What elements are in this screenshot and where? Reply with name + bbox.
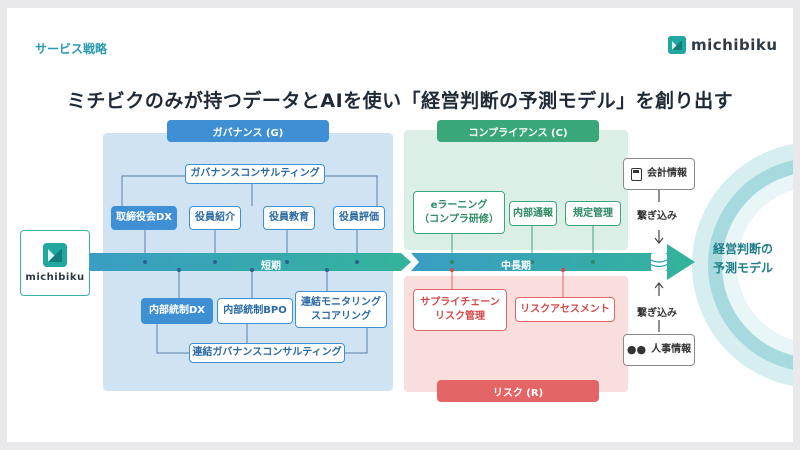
internal-control-bpo-box: 内部統制BPO (217, 298, 293, 324)
calculator-icon (631, 167, 642, 181)
supply-chain-risk-box: サプライチェーン リスク管理 (413, 289, 507, 331)
accounting-info-box: 会計情報 (623, 158, 695, 190)
michibiku-source-logo: michibiku (20, 230, 90, 296)
mid-long-term-label: 中長期 (501, 261, 531, 272)
section-label: サービス戦略 (35, 42, 108, 56)
risk-assessment-box: リスクアセスメント (515, 297, 615, 322)
hr-info-label: 人事情報 (651, 344, 692, 355)
e-learning-box: eラーニング （コンプラ研修） (413, 191, 505, 234)
regulation-management-box: 規定管理 (565, 201, 621, 226)
link-label-top: 繋ぎ込み (637, 211, 677, 222)
goal-label: 経営判断の 予測モデル (713, 242, 774, 275)
short-term-label: 短期 (261, 261, 281, 272)
governance-consulting-box: ガバナンスコンサルティング (185, 164, 325, 184)
brand-name: michibiku (691, 36, 778, 54)
whistleblowing-box: 内部通報 (509, 201, 557, 226)
group-governance-consulting-box: 連結ガバナンスコンサルティング (189, 343, 345, 363)
headline: ミチビクのみが持つデータとAIを使い「経営判断の予測モデル」を創り出す (66, 90, 734, 112)
michibiku-source-name: michibiku (25, 272, 85, 283)
database-icon (649, 251, 669, 273)
michibiku-logo-icon (43, 243, 67, 267)
accounting-info-label: 会計情報 (647, 168, 687, 179)
compliance-title: コンプライアンス (C) (437, 120, 599, 142)
executive-education-box: 役員教育 (263, 206, 315, 230)
hr-info-box: ●● 人事情報 (623, 334, 695, 366)
diagram-connectors (90, 175, 695, 354)
executive-evaluation-box: 役員評価 (333, 206, 385, 230)
risk-title: リスク (R) (437, 380, 599, 402)
internal-control-dx-box: 内部統制DX (141, 298, 213, 324)
consolidated-monitoring-box: 連結モニタリング スコアリング (295, 291, 387, 328)
brand-logo: michibiku (668, 36, 778, 54)
link-label-bottom: 繋ぎ込み (637, 308, 677, 319)
michibiku-logo-icon (668, 36, 686, 54)
governance-title: ガバナンス (G) (167, 120, 329, 142)
slide: サービス戦略 michibiku ミチビクのみが持つデータとAIを使い「経営判断… (7, 8, 793, 442)
board-dx-box: 取締役会DX (111, 206, 177, 230)
goal-circles (692, 142, 793, 388)
executive-intro-box: 役員紹介 (189, 206, 241, 230)
people-icon: ●● (626, 343, 647, 357)
